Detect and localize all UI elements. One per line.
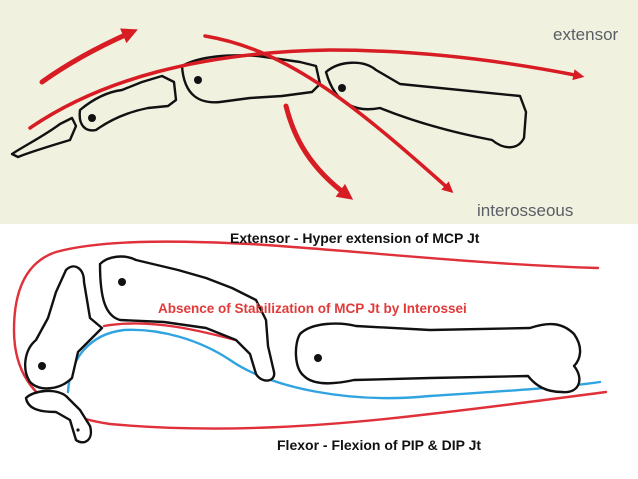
extensor-tendon-arrow [28, 48, 585, 130]
middle-phalanx [78, 74, 178, 132]
claw-pip-joint-dot [118, 278, 126, 286]
claw-dip-joint-dot [38, 362, 46, 370]
claw-middle-phalanx [24, 265, 104, 390]
top-finger-bones [10, 54, 528, 159]
metacarpal [324, 61, 528, 149]
claw-distal-phalanx [24, 389, 93, 444]
distal-phalanx [10, 116, 78, 159]
interosseous-tendon-arrow [203, 34, 454, 193]
mcp-joint-dot [338, 84, 346, 92]
claw-metacarpal [294, 322, 582, 394]
extensor-tendon-line [12, 240, 608, 430]
bottom-finger-bones [24, 255, 582, 444]
dip-joint-dot [88, 114, 96, 122]
bottom-joint-dots [38, 278, 322, 432]
flexor-caption: Flexor - Flexion of PIP & DIP Jt [277, 437, 482, 453]
interosseous-label: interosseous [477, 201, 574, 220]
pip-joint-dot [194, 76, 202, 84]
claw-mcp-joint-dot [314, 354, 322, 362]
top-joint-dots [88, 76, 346, 122]
claw-proximal-phalanx [98, 255, 276, 382]
interosseous-flexion-arrow [283, 103, 354, 200]
absence-of-stabilization-caption: Absence of Stabilization of MCP Jt by In… [158, 301, 467, 316]
extensor-label: extensor [553, 25, 619, 44]
proximal-phalanx [180, 54, 322, 104]
distal-extension-arrow [39, 28, 138, 85]
top-force-arrows [28, 28, 585, 200]
claw-tip-dot [76, 428, 80, 432]
extensor-caption: Extensor - Hyper extension of MCP Jt [230, 230, 480, 246]
